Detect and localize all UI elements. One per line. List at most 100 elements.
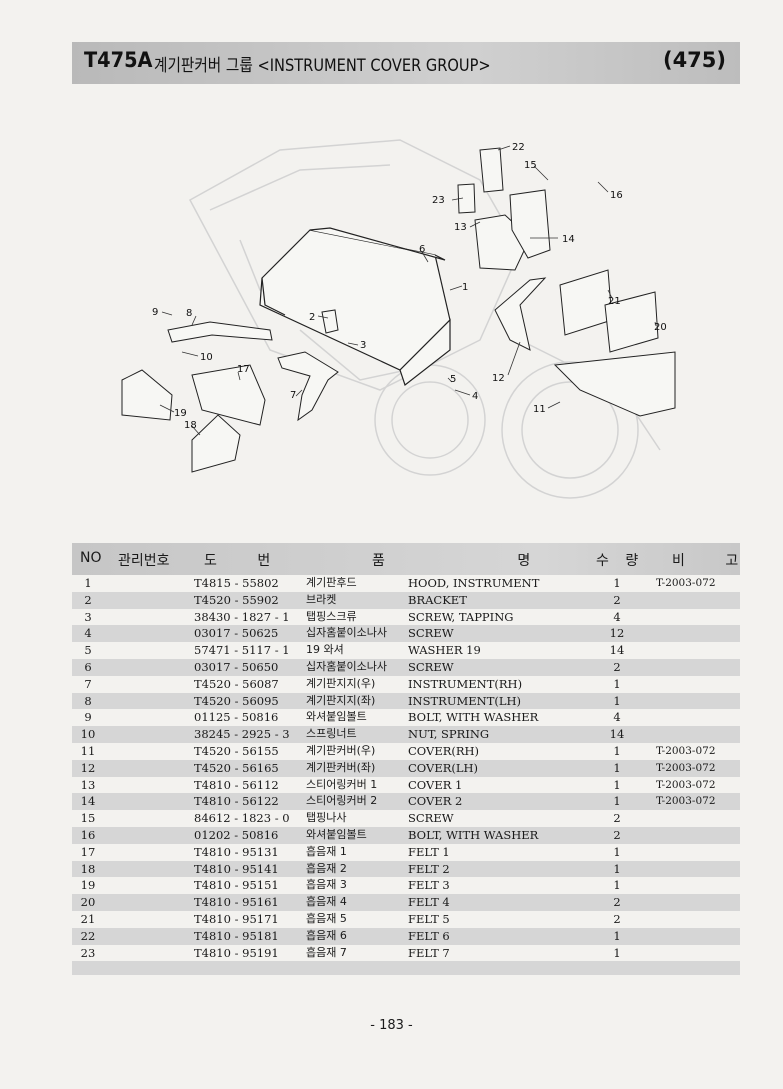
cell-part: 38430 - 1827 - 1 xyxy=(194,609,290,624)
cell-no: 16 xyxy=(80,827,96,842)
cell-part: T4810 - 95191 xyxy=(194,945,279,960)
cell-no: 15 xyxy=(80,811,96,826)
part-support-rh xyxy=(277,351,339,422)
cell-kor: 흡음재 1 xyxy=(306,844,347,858)
part-steering-cover-2 xyxy=(509,189,551,259)
cell-part: T4520 - 55902 xyxy=(194,592,279,607)
callout-18: 18 xyxy=(184,420,197,431)
cell-kor: 흡음재 2 xyxy=(306,861,347,875)
part-felt-6 xyxy=(479,147,504,193)
cell-eng: SCREW xyxy=(408,626,454,641)
cell-qty: 2 xyxy=(613,811,621,826)
cell-part: 03017 - 50650 xyxy=(194,659,279,674)
cell-kor: 십자홈붙이소나사 xyxy=(306,626,387,640)
cell-kor: 흡음재 6 xyxy=(306,928,347,942)
callout-11: 11 xyxy=(533,404,546,415)
table-end-band xyxy=(72,961,740,976)
cell-no: 21 xyxy=(80,911,96,926)
callout-12: 12 xyxy=(492,373,505,384)
part-felt-1 xyxy=(191,364,266,426)
callout-1: 1 xyxy=(462,282,468,293)
cell-part: 38245 - 2925 - 3 xyxy=(194,727,290,742)
header-quantity: 수 량 xyxy=(596,553,645,569)
cell-part: T4810 - 56112 xyxy=(194,777,279,792)
cell-remarks: T-2003-072 xyxy=(656,778,716,791)
header-item-name: 품 명 xyxy=(372,553,595,569)
cell-qty: 1 xyxy=(613,576,621,590)
cell-no: 23 xyxy=(80,945,96,960)
cell-part: T4810 - 95151 xyxy=(194,878,279,893)
callout-labels: 1 2 3 4 5 6 7 8 9 10 11 12 13 14 15 16 1… xyxy=(152,142,667,431)
callout-9: 9 xyxy=(152,307,158,318)
part-bracket xyxy=(321,309,339,334)
cell-eng: SCREW xyxy=(408,811,454,826)
callout-20: 20 xyxy=(654,322,667,333)
cell-part: T4810 - 95131 xyxy=(194,844,279,859)
cell-kor: 계기판커버(우) xyxy=(306,743,376,757)
cell-no: 12 xyxy=(80,760,96,775)
cell-kor: 십자홈붙이소나사 xyxy=(306,659,387,673)
cell-kor: 계기판지지(좌) xyxy=(306,693,376,707)
cell-kor: 계기판지지(우) xyxy=(306,676,376,690)
cell-part: T4810 - 95171 xyxy=(194,911,279,926)
leader-lines xyxy=(159,145,657,436)
cell-kor: 흡음재 4 xyxy=(306,895,347,909)
header-mgmt-no: 관리번호 xyxy=(118,553,170,569)
cell-no: 2 xyxy=(84,592,92,607)
cell-qty: 1 xyxy=(613,861,621,876)
cell-part: 03017 - 50625 xyxy=(194,626,279,641)
cell-eng: COVER(LH) xyxy=(408,760,479,775)
cell-kor: 계기판커버(좌) xyxy=(306,760,376,774)
callout-8: 8 xyxy=(186,308,192,319)
cell-no: 11 xyxy=(80,743,96,758)
cell-kor: 와셔붙임볼트 xyxy=(306,710,367,724)
cell-part: T4520 - 56095 xyxy=(194,693,279,708)
callout-3: 3 xyxy=(360,340,366,351)
cell-qty: 1 xyxy=(613,945,621,960)
callout-2: 2 xyxy=(309,312,315,323)
cell-eng: FELT 1 xyxy=(408,844,450,859)
cell-part: T4810 - 56122 xyxy=(194,794,279,809)
cell-eng: COVER 1 xyxy=(408,777,463,792)
cell-eng: SCREW, TAPPING xyxy=(408,609,514,624)
cell-eng: INSTRUMENT(RH) xyxy=(408,676,523,691)
cell-qty: 2 xyxy=(613,827,621,842)
cell-no: 13 xyxy=(80,777,96,792)
cell-no: 5 xyxy=(84,643,92,658)
cell-eng: FELT 4 xyxy=(408,895,450,910)
cell-no: 8 xyxy=(84,693,92,708)
group-page-ref: (475) xyxy=(662,48,726,72)
page-header: T475A 계기판커버 그룹 <INSTRUMENT COVER GROUP> … xyxy=(72,42,740,84)
cell-qty: 14 xyxy=(609,727,625,742)
cell-kor: 탭핑스크류 xyxy=(306,609,357,623)
part-felt-5 xyxy=(559,269,613,336)
cell-eng: HOOD, INSTRUMENT xyxy=(408,576,540,590)
cell-qty: 1 xyxy=(613,693,621,708)
cell-part: T4810 - 95181 xyxy=(194,928,279,943)
cell-qty: 4 xyxy=(613,710,621,725)
part-felt-7 xyxy=(457,183,476,214)
cell-part: T4815 - 55802 xyxy=(194,576,279,590)
cell-eng: BOLT, WITH WASHER xyxy=(408,827,539,842)
cell-eng: SCREW xyxy=(408,659,454,674)
cell-no: 20 xyxy=(80,895,96,910)
cell-qty: 1 xyxy=(613,743,621,758)
part-cover-rh xyxy=(553,351,676,417)
callout-19: 19 xyxy=(174,408,187,419)
